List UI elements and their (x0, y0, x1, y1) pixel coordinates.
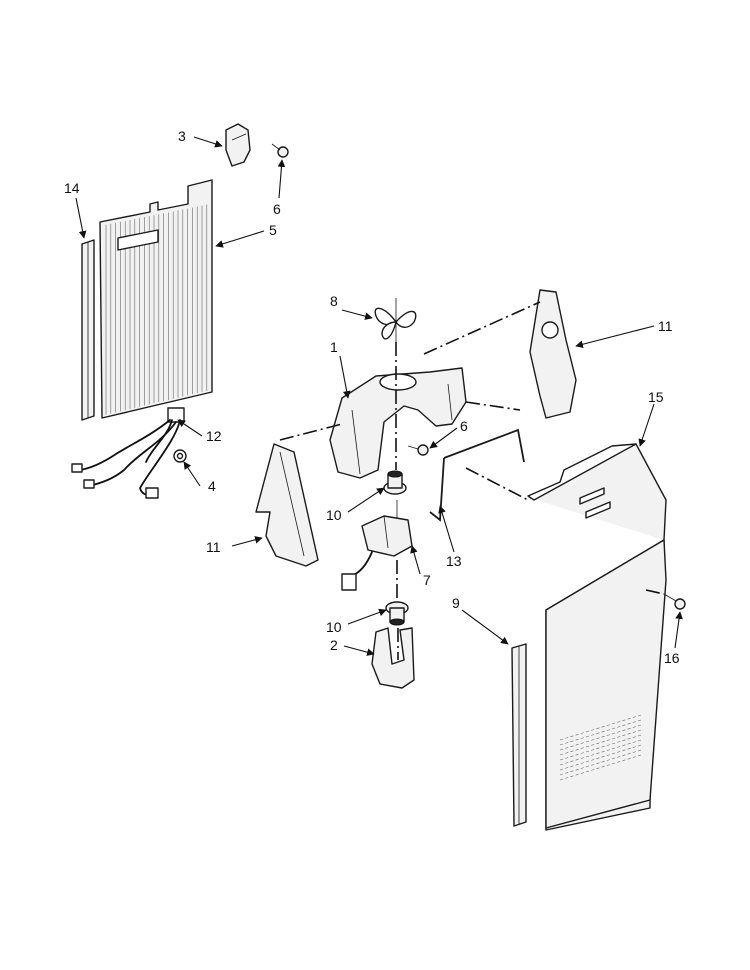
part-3-bracket (225, 123, 251, 167)
callout-12: 12 (206, 428, 222, 444)
part-7-fan-motor (341, 500, 413, 591)
callout-7: 7 (423, 572, 431, 588)
part-11-foam-block-right (529, 289, 577, 419)
part-9-gasket-strip (511, 643, 527, 827)
part-2-motor-bracket (371, 627, 415, 689)
callout-6-top: 6 (273, 201, 281, 217)
leader-lines (75, 136, 683, 656)
part-14-gasket-strip (81, 239, 95, 421)
callout-10-upper: 10 (326, 507, 342, 523)
part-5-rear-panel (99, 179, 213, 419)
callout-14: 14 (64, 180, 80, 196)
callout-2: 2 (330, 637, 338, 653)
part-8-fan-blade (374, 298, 417, 344)
part-16-screw (663, 593, 686, 610)
callout-1: 1 (330, 339, 338, 355)
callout-labels: 14 3 6 5 8 1 11 15 12 6 4 10 11 13 7 9 1… (64, 128, 680, 666)
callout-9: 9 (452, 595, 460, 611)
callout-15: 15 (648, 389, 664, 405)
callout-3: 3 (178, 128, 186, 144)
part-4-grommet (173, 449, 187, 463)
callout-6-middle: 6 (460, 418, 468, 434)
part-12-wire-harness (71, 407, 185, 499)
part-15-evaporator-cover (527, 443, 667, 831)
callout-16: 16 (664, 650, 680, 666)
part-6-screw-top (271, 143, 289, 158)
callout-10-lower: 10 (326, 619, 342, 635)
part-13-wire-support (429, 428, 525, 522)
callout-11-right: 11 (658, 318, 673, 334)
part-10-grommet-upper (383, 470, 407, 495)
part-11-foam-block-left (255, 443, 319, 567)
callout-4: 4 (208, 478, 216, 494)
part-1-fan-housing (329, 367, 467, 479)
alignment-lines (279, 301, 665, 660)
callout-8: 8 (330, 293, 338, 309)
part-10-grommet-lower (385, 601, 409, 626)
callout-5: 5 (269, 222, 277, 238)
callout-13: 13 (446, 553, 462, 569)
callout-11-left: 11 (206, 539, 221, 555)
part-6-screw-middle (407, 444, 429, 456)
